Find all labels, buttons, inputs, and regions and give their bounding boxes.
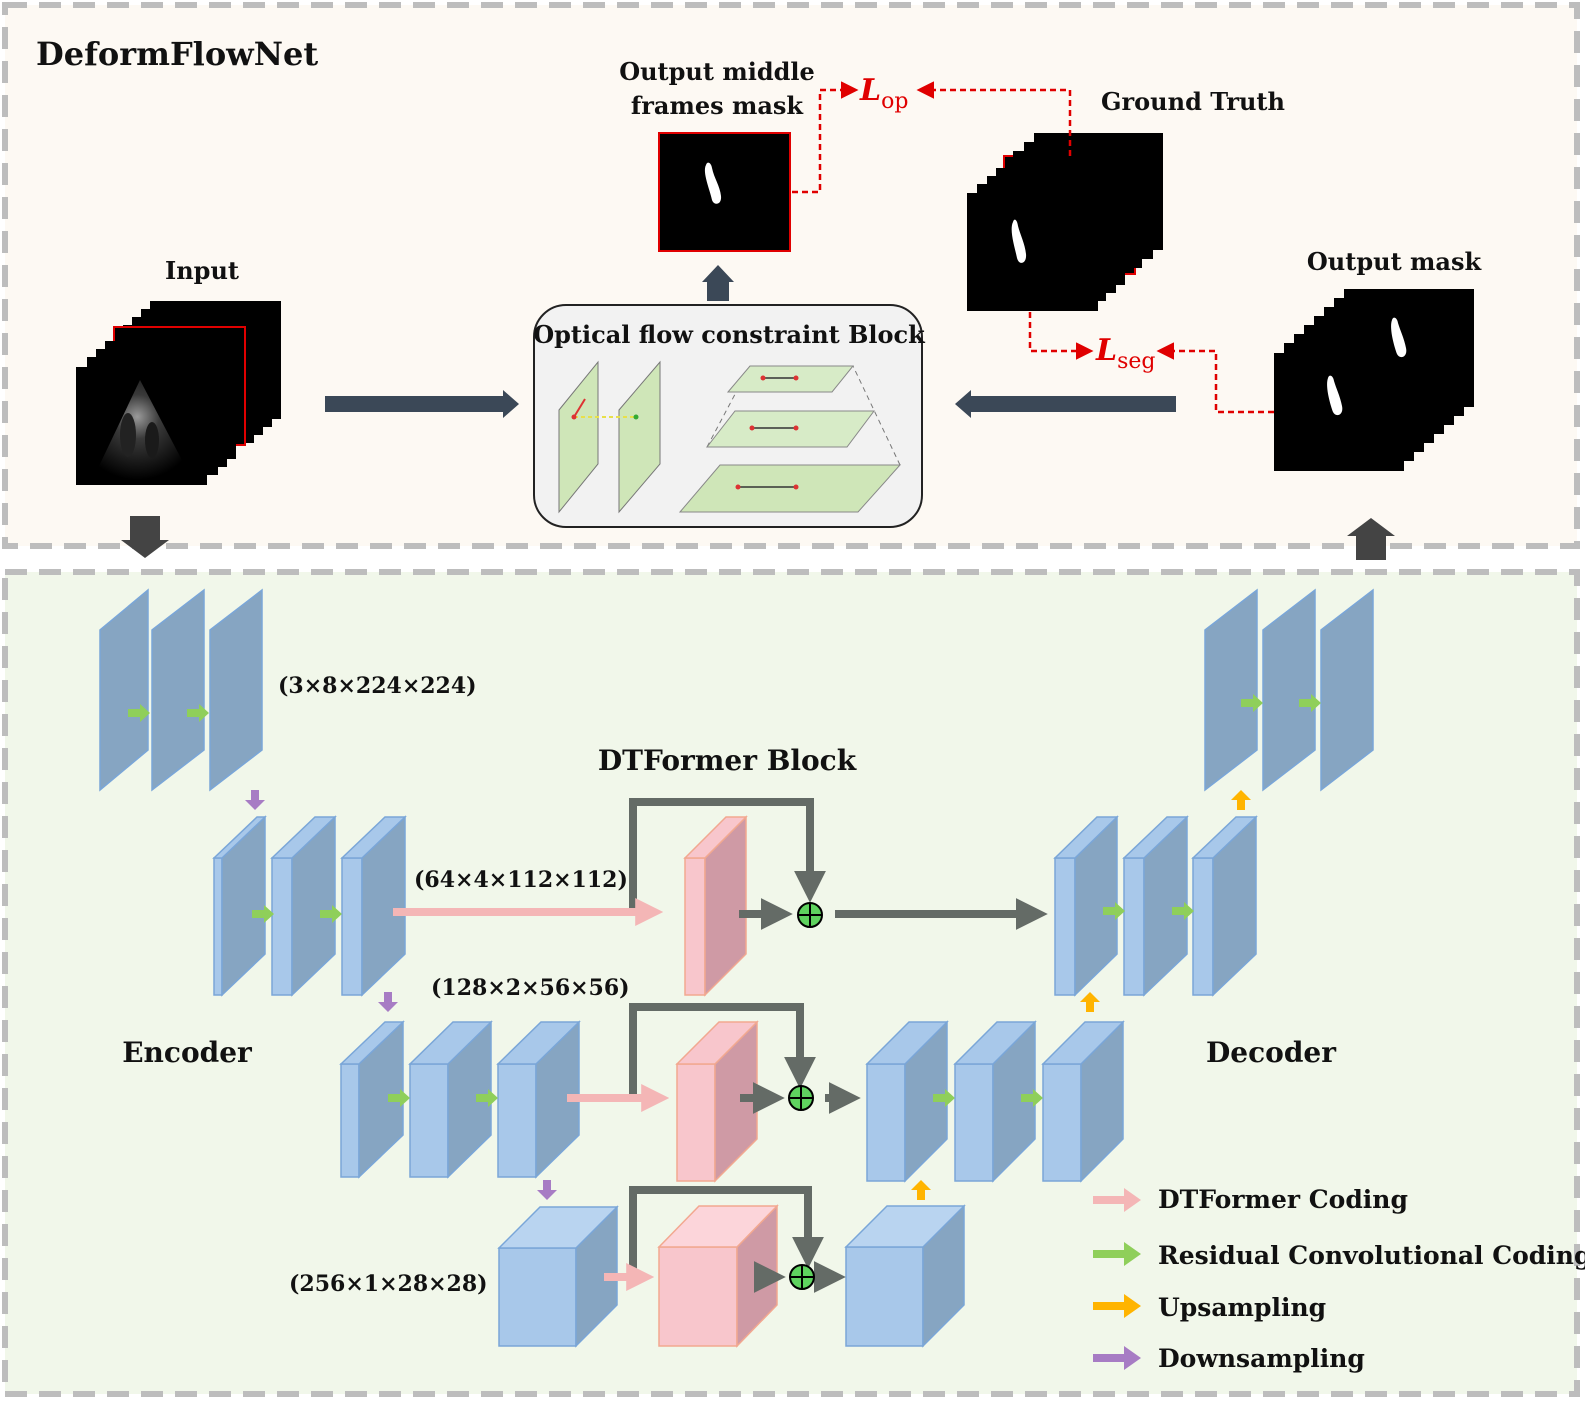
upsampling-arrows (911, 790, 1251, 1200)
dim-label-level-4: (256×1×28×28) (289, 1271, 488, 1297)
legend-residual-swatch (1093, 1242, 1141, 1266)
middle-mask-label-line2: frames mask (631, 91, 805, 120)
ground-truth-label: Ground Truth (1101, 87, 1285, 116)
skip-connections (629, 798, 1048, 1293)
loss-op-label: Lop (859, 73, 908, 114)
legend-residual-label: Residual Convolutional Coding (1158, 1241, 1585, 1270)
middle-mask-label-line1: Output middle (619, 57, 815, 86)
legend-upsampling-swatch (1093, 1294, 1141, 1318)
output-to-ofc-arrow (955, 390, 1176, 418)
legend-downsampling-swatch (1093, 1346, 1141, 1370)
encoder-level-1 (99, 588, 263, 792)
dtformer-block-label: DTFormer Block (598, 744, 857, 777)
dtformer-block-level-2 (683, 815, 748, 997)
output-mask-label: Output mask (1307, 247, 1483, 276)
residual-coding-arrows (128, 694, 1321, 1107)
encoder-level-2 (212, 815, 407, 997)
input-to-ofc-arrow (325, 390, 519, 418)
dim-label-level-1: (3×8×224×224) (278, 673, 477, 699)
ofc-block-label: Optical flow constraint Block (533, 320, 926, 349)
ground-truth-stack (967, 133, 1163, 311)
input-label: Input (165, 256, 239, 285)
diagram-title: DeformFlowNet (36, 35, 318, 73)
legend-downsampling-label: Downsampling (1158, 1344, 1365, 1373)
dim-label-level-3: (128×2×56×56) (431, 975, 630, 1001)
input-frames-stack (76, 301, 281, 485)
dtformer-block-level-3 (675, 1020, 759, 1183)
add-nodes (788, 902, 823, 1290)
ofc-to-middle-mask-arrow (702, 265, 734, 301)
encoder-label: Encoder (122, 1036, 253, 1069)
output-mask-stack (1274, 289, 1474, 471)
decoder-label: Decoder (1206, 1036, 1337, 1069)
dtformer-coding-arrows (393, 898, 670, 1291)
decoder-bottleneck (844, 1204, 966, 1348)
decoder-level-1 (1204, 588, 1374, 792)
loss-connections (792, 81, 1274, 414)
middle-frames-mask (658, 132, 791, 252)
decoder-to-output-arrow (1347, 518, 1395, 560)
legend-dtformer-swatch (1093, 1188, 1141, 1212)
svg-text:Lop: Lop (859, 73, 908, 114)
downsampling-arrows (245, 790, 557, 1200)
loss-seg-label: Lseg (1095, 333, 1156, 374)
encoder-level-3 (339, 1020, 581, 1179)
decoder-level-2 (1053, 815, 1258, 997)
dim-label-level-2: (64×4×112×112) (414, 867, 628, 893)
svg-text:Lseg: Lseg (1095, 333, 1156, 374)
optical-flow-constraint-block (533, 304, 923, 528)
decoder-level-3 (865, 1020, 1125, 1183)
legend-upsampling-label: Upsampling (1158, 1293, 1326, 1322)
legend: DTFormer Coding Residual Convolutional C… (1093, 1185, 1585, 1373)
legend-dtformer-label: DTFormer Coding (1158, 1185, 1408, 1214)
input-to-encoder-arrow (121, 516, 169, 558)
encoder-bottleneck (497, 1205, 619, 1348)
